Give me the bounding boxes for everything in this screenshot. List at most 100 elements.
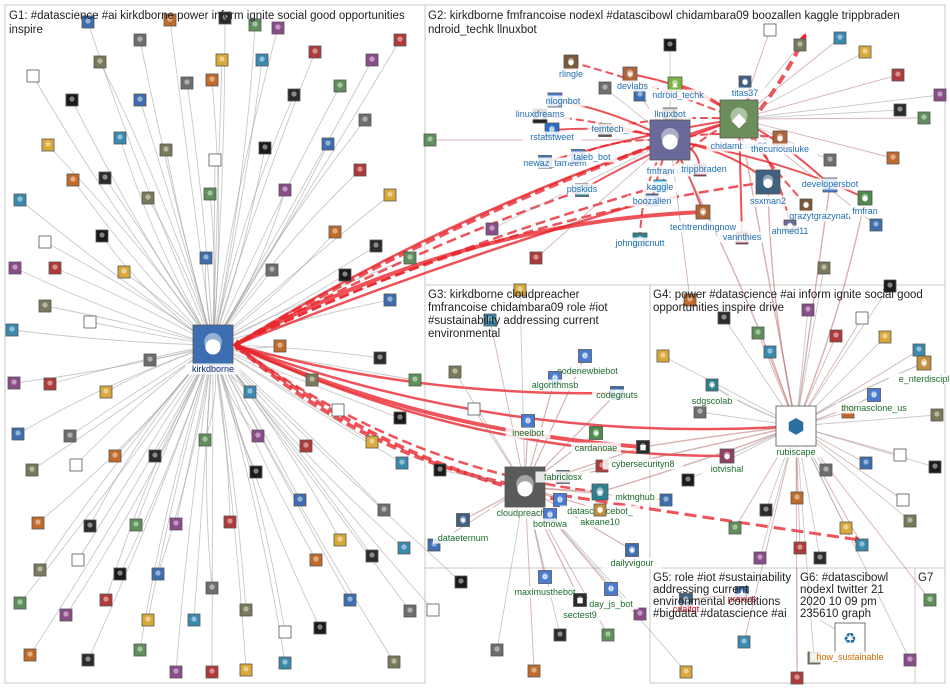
avatar[interactable] xyxy=(148,449,162,463)
avatar[interactable] xyxy=(930,408,944,422)
avatar[interactable] xyxy=(215,53,229,67)
avatar[interactable] xyxy=(858,45,872,59)
avatar[interactable] xyxy=(7,376,21,390)
avatar[interactable] xyxy=(287,88,301,102)
avatar[interactable] xyxy=(397,541,411,555)
avatar[interactable] xyxy=(41,138,55,152)
node-cloudpreacher[interactable]: ● xyxy=(504,466,546,508)
avatar[interactable] xyxy=(485,222,499,236)
node-iotvishal[interactable]: ● xyxy=(719,448,735,464)
node-cybersecurityn8[interactable]: ■ xyxy=(636,440,650,454)
avatar[interactable] xyxy=(393,411,407,425)
avatar[interactable] xyxy=(683,293,697,307)
avatar[interactable] xyxy=(278,625,292,639)
avatar[interactable] xyxy=(928,460,942,474)
avatar[interactable] xyxy=(893,448,907,462)
avatar[interactable] xyxy=(817,261,831,275)
avatar[interactable] xyxy=(333,533,347,547)
avatar[interactable] xyxy=(903,514,917,528)
avatar[interactable] xyxy=(717,311,731,325)
avatar[interactable] xyxy=(601,628,615,642)
avatar[interactable] xyxy=(483,313,497,327)
node-e-nterdiscipl[interactable]: ◉ xyxy=(916,355,932,371)
avatar[interactable] xyxy=(169,517,183,531)
avatar[interactable] xyxy=(377,503,391,517)
avatar[interactable] xyxy=(393,33,407,47)
avatar[interactable] xyxy=(117,265,131,279)
avatar[interactable] xyxy=(71,553,85,567)
avatar[interactable] xyxy=(26,69,40,83)
avatar[interactable] xyxy=(313,621,327,635)
avatar[interactable] xyxy=(343,593,357,607)
avatar[interactable] xyxy=(43,377,57,391)
avatar[interactable] xyxy=(763,23,777,37)
node-ndroid-techk[interactable]: ▲ xyxy=(667,76,683,92)
avatar[interactable] xyxy=(258,141,272,155)
avatar[interactable] xyxy=(693,405,707,419)
avatar[interactable] xyxy=(223,515,237,529)
avatar[interactable] xyxy=(763,345,777,359)
node-thecuriousluke[interactable]: ● xyxy=(772,130,788,146)
node-dataeternum[interactable]: ◉ xyxy=(456,513,470,527)
node-botnowa[interactable]: ⚙ xyxy=(543,508,557,522)
node-sectest9[interactable]: ■ xyxy=(573,593,587,607)
avatar[interactable] xyxy=(108,449,122,463)
node-ineelbot[interactable]: ⚙ xyxy=(521,414,535,428)
avatar[interactable] xyxy=(133,33,147,47)
avatar[interactable] xyxy=(917,111,931,125)
avatar[interactable] xyxy=(203,187,217,201)
avatar[interactable] xyxy=(163,13,177,27)
avatar[interactable] xyxy=(8,261,22,275)
avatar[interactable] xyxy=(801,303,815,317)
avatar[interactable] xyxy=(333,79,347,93)
avatar[interactable] xyxy=(141,191,155,205)
avatar[interactable] xyxy=(383,293,397,307)
node-chidambara09[interactable]: ◆ xyxy=(719,99,759,139)
avatar[interactable] xyxy=(143,353,157,367)
avatar[interactable] xyxy=(113,131,127,145)
avatar[interactable] xyxy=(679,665,693,679)
avatar[interactable] xyxy=(11,427,25,441)
avatar[interactable] xyxy=(129,518,143,532)
node-codenewbiebot[interactable]: ⚙ xyxy=(578,349,592,363)
avatar[interactable] xyxy=(251,429,265,443)
node-mktnghub[interactable]: ◉ xyxy=(591,483,609,501)
avatar[interactable] xyxy=(151,567,165,581)
avatar[interactable] xyxy=(869,218,883,232)
avatar[interactable] xyxy=(13,193,27,207)
avatar[interactable] xyxy=(308,45,322,59)
avatar[interactable] xyxy=(293,493,307,507)
node-grazytgrazynatt[interactable]: ● xyxy=(799,198,813,212)
avatar[interactable] xyxy=(187,613,201,627)
node-fmfrancoise[interactable]: ● xyxy=(649,119,691,161)
avatar[interactable] xyxy=(383,188,397,202)
avatar[interactable] xyxy=(529,251,543,265)
avatar[interactable] xyxy=(133,93,147,107)
avatar[interactable] xyxy=(893,103,907,117)
avatar[interactable] xyxy=(309,553,323,567)
avatar[interactable] xyxy=(5,323,19,337)
node-rubiscape[interactable]: ⬢ xyxy=(775,405,817,447)
avatar[interactable] xyxy=(353,163,367,177)
avatar[interactable] xyxy=(751,326,765,340)
avatar[interactable] xyxy=(454,575,468,589)
avatar[interactable] xyxy=(883,279,897,293)
avatar[interactable] xyxy=(903,653,917,667)
avatar[interactable] xyxy=(759,503,773,517)
node-ssxman2[interactable]: ● xyxy=(755,169,781,195)
avatar[interactable] xyxy=(265,263,279,277)
avatar[interactable] xyxy=(859,456,873,470)
avatar[interactable] xyxy=(141,613,155,627)
avatar[interactable] xyxy=(66,173,80,187)
avatar[interactable] xyxy=(305,373,319,387)
avatar[interactable] xyxy=(65,93,79,107)
avatar[interactable] xyxy=(933,88,947,102)
node-how-sustainable[interactable]: ♻ xyxy=(834,622,866,654)
avatar[interactable] xyxy=(205,665,219,679)
avatar[interactable] xyxy=(255,53,269,67)
avatar[interactable] xyxy=(38,235,52,249)
avatar[interactable] xyxy=(38,299,52,313)
avatar[interactable] xyxy=(239,663,253,677)
node-maximusthebot[interactable]: ⚙ xyxy=(538,570,552,584)
avatar[interactable] xyxy=(467,402,481,416)
